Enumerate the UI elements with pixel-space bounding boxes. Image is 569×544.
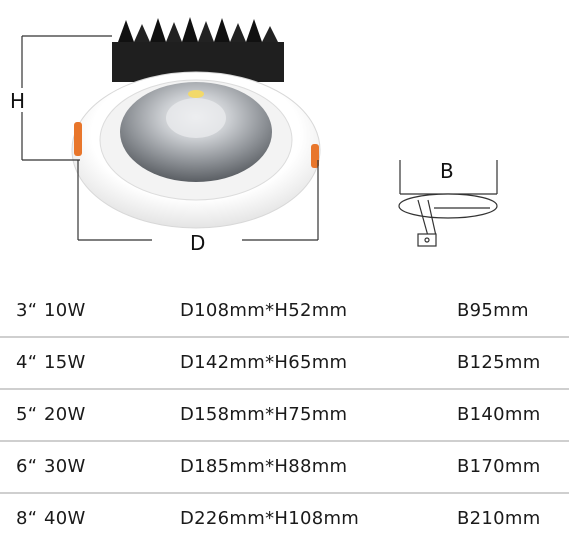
spec-table: 3“ 10W D108mm*H52mm B95mm 4“ 15W D142mm*… xyxy=(0,286,569,544)
cutout-cell: B125mm xyxy=(457,352,541,373)
left-spring-clip xyxy=(74,122,82,156)
diameter-dimension xyxy=(77,160,319,241)
table-row: 5“ 20W D158mm*H75mm B140mm xyxy=(0,390,569,442)
height-dimension xyxy=(21,35,112,161)
cutout-cell: B95mm xyxy=(457,300,529,321)
size-cell: 5“ xyxy=(16,404,38,425)
right-spring-clip xyxy=(311,144,319,168)
cutout-cell: B140mm xyxy=(457,404,541,425)
power-cell: 15W xyxy=(44,352,86,373)
power-cell: 30W xyxy=(44,456,86,477)
size-cell: 6“ xyxy=(16,456,38,477)
downlight-diagram: H D B xyxy=(10,17,498,255)
size-cell: 8“ xyxy=(16,508,38,529)
power-cell: 20W xyxy=(44,404,86,425)
dimensions-cell: D226mm*H108mm xyxy=(180,508,360,529)
chip-highlight xyxy=(188,90,204,98)
power-cell: 10W xyxy=(44,300,86,321)
diameter-label: D xyxy=(190,231,205,255)
table-row: 3“ 10W D108mm*H52mm B95mm xyxy=(0,286,569,338)
cob-chip xyxy=(166,98,226,138)
table-row: 4“ 15W D142mm*H65mm B125mm xyxy=(0,338,569,390)
table-row: 6“ 30W D185mm*H88mm B170mm xyxy=(0,442,569,494)
dimensions-cell: D108mm*H52mm xyxy=(180,300,348,321)
cutout-diagram xyxy=(398,160,498,247)
height-label: H xyxy=(10,89,25,113)
cutout-label: B xyxy=(440,159,454,183)
dimensions-cell: D185mm*H88mm xyxy=(180,456,348,477)
cutout-cell: B210mm xyxy=(457,508,541,529)
table-row: 8“ 40W D226mm*H108mm B210mm xyxy=(0,494,569,544)
product-figure: H D B xyxy=(10,17,498,255)
dimensions-cell: D142mm*H65mm xyxy=(180,352,348,373)
dimensions-cell: D158mm*H75mm xyxy=(180,404,348,425)
size-cell: 4“ xyxy=(16,352,38,373)
power-cell: 40W xyxy=(44,508,86,529)
size-cell: 3“ xyxy=(16,300,38,321)
cutout-cell: B170mm xyxy=(457,456,541,477)
